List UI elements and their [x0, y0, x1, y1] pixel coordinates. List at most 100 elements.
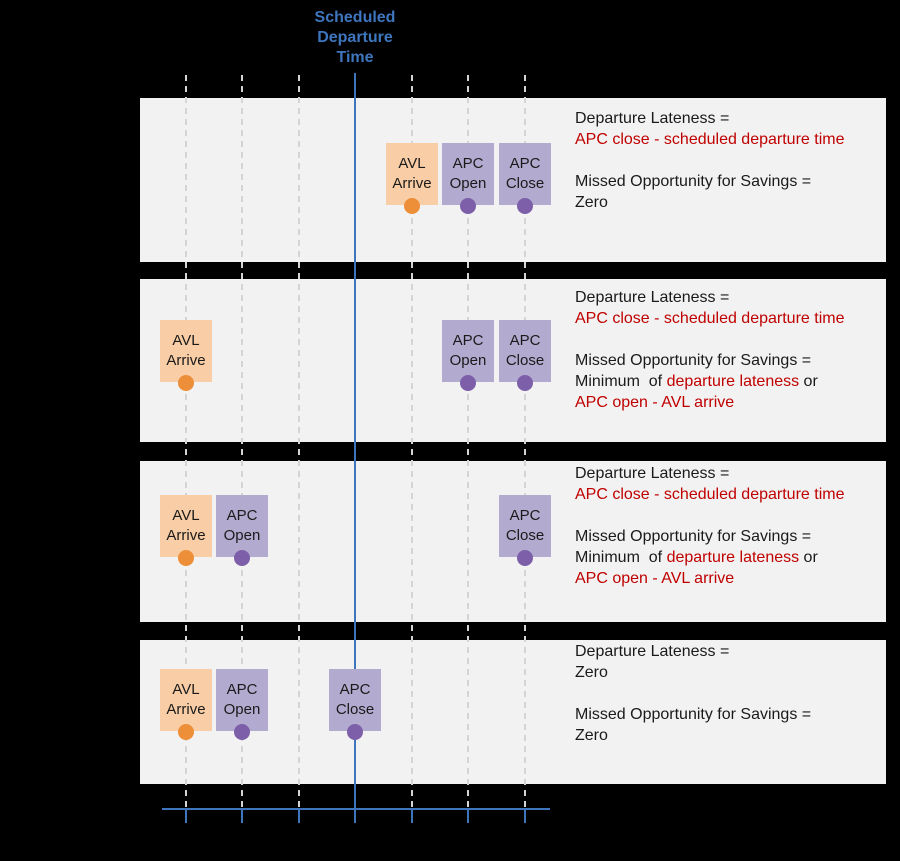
- timeline-gridline: [411, 75, 413, 808]
- event-box-apc-close: APC Close: [499, 495, 551, 557]
- avl-arrive-marker-dot: [178, 550, 194, 566]
- annotation-text: Departure Lateness =: [575, 110, 730, 127]
- annotation-line: Departure Lateness =: [575, 463, 880, 484]
- annotation-line: Departure Lateness =: [575, 287, 880, 308]
- event-box-label: APC Close: [505, 507, 545, 544]
- annotation-text: Missed Opportunity for Savings =: [575, 173, 812, 190]
- annotation-text: APC close - scheduled departure time: [575, 486, 845, 503]
- timeline-gridline: [467, 75, 469, 808]
- apc-close-marker-dot: [517, 198, 533, 214]
- avl-arrive-marker-dot: [178, 375, 194, 391]
- annotation-line: APC open - AVL arrive: [575, 568, 880, 589]
- annotation-text: Departure Lateness =: [575, 643, 730, 660]
- event-box-label: AVL Arrive: [166, 332, 206, 369]
- annotation-text: APC open - AVL arrive: [575, 570, 735, 587]
- annotation-line: Minimum of departure lateness or: [575, 371, 880, 392]
- event-box-label: APC Close: [335, 681, 375, 718]
- scheduled-departure-line: [354, 73, 356, 823]
- annotation-text: departure lateness: [666, 549, 800, 566]
- annotation-text: Zero: [575, 727, 608, 744]
- axis-tick: [354, 808, 356, 823]
- axis-tick: [411, 808, 413, 823]
- annotation-text: APC close - scheduled departure time: [575, 310, 845, 327]
- event-box-apc-close: APC Close: [499, 143, 551, 205]
- event-box-avl-arrive: AVL Arrive: [160, 320, 212, 382]
- axis-tick: [241, 808, 243, 823]
- axis-tick: [298, 808, 300, 823]
- avl-arrive-marker-dot: [404, 198, 420, 214]
- annotation-scenario-1: Departure Lateness = APC close - schedule…: [575, 108, 880, 213]
- event-box-apc-open: APC Open: [216, 669, 268, 731]
- annotation-text: Zero: [575, 664, 608, 681]
- annotation-text: Departure Lateness =: [575, 465, 730, 482]
- axis-tick: [467, 808, 469, 823]
- event-box-apc-close: APC Close: [499, 320, 551, 382]
- annotation-line: Zero: [575, 192, 880, 213]
- annotation-line: Missed Opportunity for Savings =: [575, 704, 880, 725]
- event-box-label: AVL Arrive: [392, 155, 432, 192]
- annotation-line: APC close - scheduled departure time: [575, 129, 880, 150]
- event-box-apc-open: APC Open: [442, 143, 494, 205]
- annotation-line: APC open - AVL arrive: [575, 392, 880, 413]
- annotation-text: departure lateness: [666, 373, 800, 390]
- timeline-gridline: [298, 75, 300, 808]
- apc-open-marker-dot: [460, 375, 476, 391]
- scheduled-departure-time-label: Scheduled Departure Time: [314, 9, 396, 66]
- annotation-line: Departure Lateness =: [575, 108, 880, 129]
- annotation-line: APC close - scheduled departure time: [575, 484, 880, 505]
- event-box-label: APC Close: [505, 332, 545, 369]
- annotation-line: [575, 150, 880, 171]
- annotation-line: Missed Opportunity for Savings =: [575, 526, 880, 547]
- apc-open-marker-dot: [460, 198, 476, 214]
- event-box-avl-arrive: AVL Arrive: [160, 495, 212, 557]
- annotation-text: Minimum of: [575, 373, 667, 390]
- annotation-scenario-2: Departure Lateness = APC close - schedule…: [575, 287, 880, 413]
- annotation-text: or: [799, 549, 818, 566]
- event-box-label: APC Open: [449, 155, 487, 192]
- avl-arrive-marker-dot: [178, 724, 194, 740]
- annotation-line: Zero: [575, 725, 880, 746]
- annotation-line: Departure Lateness =: [575, 641, 880, 662]
- timeline-axis: [162, 808, 550, 810]
- annotation-line: Missed Opportunity for Savings =: [575, 350, 880, 371]
- event-box-apc-close: APC Close: [329, 669, 381, 731]
- annotation-text: APC close - scheduled departure time: [575, 131, 845, 148]
- event-box-label: AVL Arrive: [166, 507, 206, 544]
- annotation-line: [575, 683, 880, 704]
- event-box-avl-arrive: AVL Arrive: [160, 669, 212, 731]
- event-box-label: APC Open: [223, 681, 261, 718]
- annotation-line: Minimum of departure lateness or: [575, 547, 880, 568]
- axis-tick: [524, 808, 526, 823]
- annotation-text: Missed Opportunity for Savings =: [575, 352, 812, 369]
- annotation-text: Missed Opportunity for Savings =: [575, 528, 812, 545]
- apc-open-marker-dot: [234, 724, 250, 740]
- annotation-line: Missed Opportunity for Savings =: [575, 171, 880, 192]
- event-box-label: AVL Arrive: [166, 681, 206, 718]
- event-box-apc-open: APC Open: [216, 495, 268, 557]
- axis-tick: [185, 808, 187, 823]
- apc-open-marker-dot: [234, 550, 250, 566]
- annotation-text: APC open - AVL arrive: [575, 394, 735, 411]
- annotation-text: Departure Lateness =: [575, 289, 730, 306]
- event-box-label: APC Open: [449, 332, 487, 369]
- apc-close-marker-dot: [347, 724, 363, 740]
- timeline-gridline: [185, 75, 187, 808]
- annotation-text: Missed Opportunity for Savings =: [575, 706, 812, 723]
- event-box-label: APC Close: [505, 155, 545, 192]
- timeline-gridline: [524, 75, 526, 808]
- annotation-text: Minimum of: [575, 549, 667, 566]
- apc-close-marker-dot: [517, 550, 533, 566]
- annotation-line: [575, 505, 880, 526]
- event-box-label: APC Open: [223, 507, 261, 544]
- annotation-line: APC close - scheduled departure time: [575, 308, 880, 329]
- event-box-avl-arrive: AVL Arrive: [386, 143, 438, 205]
- annotation-line: [575, 329, 880, 350]
- apc-close-marker-dot: [517, 375, 533, 391]
- annotation-text: Zero: [575, 194, 608, 211]
- annotation-line: Zero: [575, 662, 880, 683]
- timeline-gridline: [241, 75, 243, 808]
- annotation-scenario-3: Departure Lateness = APC close - schedule…: [575, 463, 880, 589]
- event-box-apc-open: APC Open: [442, 320, 494, 382]
